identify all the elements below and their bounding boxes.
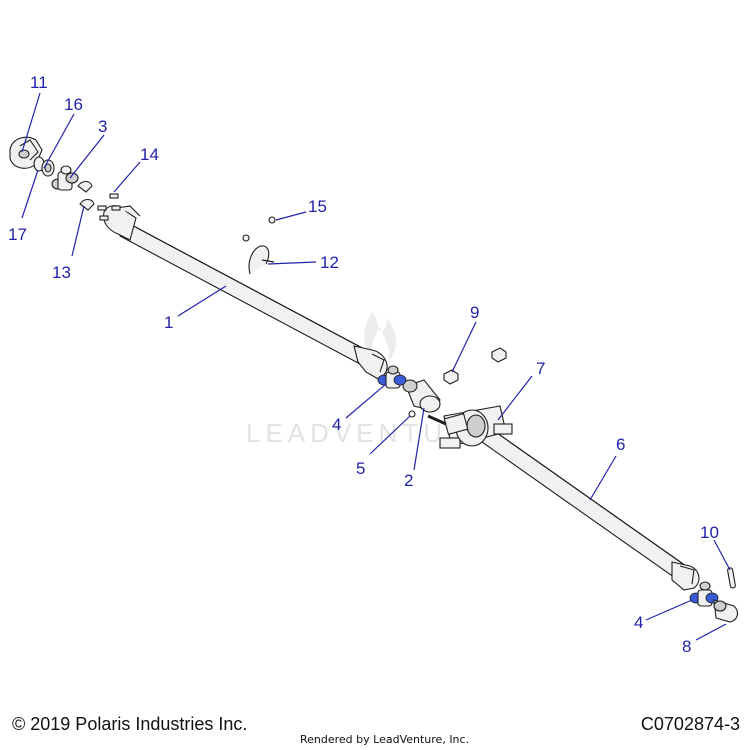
grease-fitting[interactable] — [408, 410, 416, 418]
roll-pin[interactable] — [727, 567, 736, 589]
carrier-bearing[interactable] — [427, 405, 513, 449]
front-prop-shaft[interactable] — [103, 205, 388, 381]
callout-14: 14 — [140, 145, 159, 164]
u-joint-front[interactable] — [51, 165, 79, 191]
callout-8: 8 — [682, 637, 691, 656]
callout-2: 2 — [404, 471, 413, 490]
screw-15[interactable] — [242, 216, 276, 242]
washer-16[interactable] — [41, 159, 55, 177]
callout-13: 13 — [52, 263, 71, 282]
callout-6: 6 — [616, 435, 625, 454]
callout-7: 7 — [536, 359, 545, 378]
bolt-9[interactable] — [443, 347, 507, 385]
rear-yoke[interactable] — [713, 599, 739, 623]
slip-yoke[interactable] — [402, 379, 441, 413]
clip-12[interactable] — [248, 245, 275, 275]
leader-lines — [21, 92, 731, 641]
u-joint-mid[interactable] — [377, 365, 407, 389]
callout-15: 15 — [308, 197, 327, 216]
rendered-by-text: Rendered by LeadVenture, Inc. — [300, 733, 470, 746]
callout-12: 12 — [320, 253, 339, 272]
callout-5: 5 — [356, 459, 365, 478]
bolt-14[interactable] — [97, 193, 121, 221]
callout-4-mid: 4 — [332, 415, 341, 434]
callout-1: 1 — [164, 313, 173, 332]
rear-prop-shaft[interactable] — [481, 427, 700, 591]
callout-17: 17 — [8, 225, 27, 244]
callout-10: 10 — [700, 523, 719, 542]
u-joint-rear[interactable] — [689, 581, 719, 607]
callout-labels: 11 16 3 14 17 13 15 12 1 9 7 4 5 2 6 10 … — [8, 73, 719, 656]
callout-4-rear: 4 — [634, 613, 643, 632]
callout-3: 3 — [98, 117, 107, 136]
callout-16: 16 — [64, 95, 83, 114]
copyright-text: © 2019 Polaris Industries Inc. — [12, 714, 248, 734]
callout-9: 9 — [470, 303, 479, 322]
callout-11: 11 — [30, 73, 48, 92]
diagram-code: C0702874-3 — [640, 714, 740, 734]
strap-13[interactable] — [77, 180, 95, 211]
watermark-flame-icon — [363, 312, 397, 362]
